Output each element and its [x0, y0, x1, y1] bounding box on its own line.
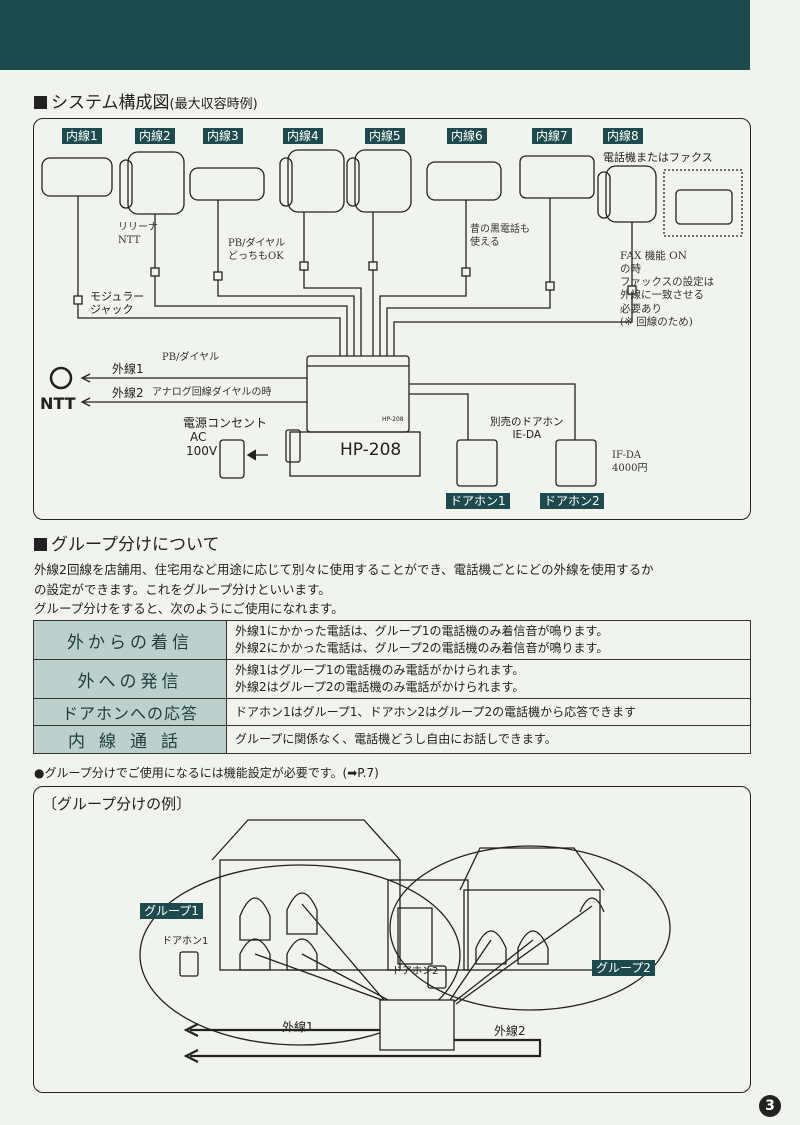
group-2-label: グループ2: [592, 960, 655, 976]
ntt-logo-text: NTT: [40, 394, 76, 413]
extension-label-5: 内線5: [365, 128, 405, 144]
internal-line-1: グループに関係なく、電話機どうし自由にお話しできます。: [235, 732, 557, 746]
group-paragraph-2: の設定ができます。これをグループ分けといいます。: [34, 582, 331, 597]
row-head-internal: 内線通話: [33, 725, 227, 754]
system-diagram-panel: [33, 118, 751, 520]
table-row: 外への発信 外線1はグループ1の電話機のみ電話がかけられます。 外線2はグループ…: [33, 659, 751, 699]
group-section-title: グループ分けについて: [34, 530, 219, 555]
table-row: 内線通話 グループに関係なく、電話機どうし自由にお話しできます。: [33, 725, 751, 754]
outside-line-2-label: 外線2: [112, 386, 144, 400]
extension-label-7: 内線7: [532, 128, 572, 144]
outgoing-line-1: 外線1はグループ1の電話機のみ電話がかけられます。: [235, 663, 525, 677]
group-setting-note: ●グループ分けでご使用になるには機能設定が必要です。(➡P.7): [34, 766, 379, 780]
unit-small-label: HP-208: [382, 416, 404, 423]
handwritten-ifda-note: IF-DA 4000円: [612, 450, 648, 474]
group-example-title: 〔グループ分けの例〕: [42, 795, 192, 813]
group-paragraph-3: グループ分けをすると、次のようにご使用になれます。: [34, 601, 344, 616]
page-number: 3: [759, 1095, 781, 1117]
row-body-doorphone: ドアホン1はグループ1、ドアホン2はグループ2の電話機から応答できます: [226, 698, 751, 726]
handwritten-fax-note: FAX 機能 ON の時 ファックスの設定は 外線に一致させる 必要あり (※ …: [620, 250, 715, 328]
handwritten-ext2-note: リリーナ NTT: [118, 222, 158, 246]
row-head-incoming: 外からの着信: [33, 620, 227, 660]
incoming-line-2: 外線2にかかった電話は、グループ2の電話機のみ着信音が鳴ります。: [235, 641, 609, 655]
handwritten-ext3-note: PB/ダイヤル どっちもOK: [228, 238, 286, 262]
doorphone-2-label: ドアホン2: [540, 493, 604, 509]
unit-name-label: HP-208: [340, 440, 402, 460]
incoming-line-1: 外線1にかかった電話は、グループ1の電話機のみ着信音が鳴ります。: [235, 624, 609, 638]
handwritten-line2-note: アナログ回線ダイヤルの時: [152, 387, 272, 398]
doorphone-line-1: ドアホン1はグループ1、ドアホン2はグループ2の電話機から応答できます: [235, 704, 637, 719]
extension-label-1: 内線1: [62, 128, 102, 144]
extension-label-8: 内線8: [603, 128, 643, 144]
row-body-outgoing: 外線1はグループ1の電話機のみ電話がかけられます。 外線2はグループ2の電話機の…: [226, 659, 751, 699]
row-body-incoming: 外線1にかかった電話は、グループ1の電話機のみ着信音が鳴ります。 外線2にかかっ…: [226, 620, 751, 660]
group-example-panel: [33, 786, 751, 1093]
row-body-internal: グループに関係なく、電話機どうし自由にお話しできます。: [226, 725, 751, 754]
outgoing-line-2: 外線2はグループ2の電話機のみ電話がかけられます。: [235, 680, 525, 694]
power-outlet-label: 電源コンセント: [183, 416, 268, 430]
example-outside-line-2: 外線2: [494, 1024, 526, 1038]
group-1-label: グループ1: [140, 903, 203, 919]
handwritten-line1-note: PB/ダイヤル: [162, 352, 220, 363]
phone-or-fax-label: 電話機またはファクス: [603, 151, 713, 164]
doorphone-note: 別売のドアホン IE-DA: [490, 416, 564, 441]
handwritten-ext6-note: 昔の黒電話も 使える: [470, 224, 530, 248]
doorphone-1-label: ドアホン1: [446, 493, 510, 509]
system-section-title: システム構成図(最大収容時例): [34, 88, 258, 113]
table-row: 外からの着信 外線1にかかった電話は、グループ1の電話機のみ着信音が鳴ります。 …: [33, 620, 751, 660]
modular-jack-label: モジュラー ジャック: [90, 290, 145, 317]
extension-label-2: 内線2: [135, 128, 175, 144]
ac-label: AC: [190, 430, 207, 444]
extension-label-4: 内線4: [283, 128, 323, 144]
table-row: ドアホンへの応答 ドアホン1はグループ1、ドアホン2はグループ2の電話機から応答…: [33, 698, 751, 726]
voltage-label: 100V: [186, 444, 218, 458]
group-usage-table: 外からの着信 外線1にかかった電話は、グループ1の電話機のみ着信音が鳴ります。 …: [33, 620, 751, 754]
outside-line-1-label: 外線1: [112, 362, 144, 376]
row-head-outgoing: 外への発信: [33, 659, 227, 699]
example-doorphone-2-label: ドアホン2: [392, 966, 439, 977]
row-head-doorphone: ドアホンへの応答: [33, 698, 227, 726]
example-outside-line-1: 外線1: [282, 1020, 314, 1034]
extension-label-6: 内線6: [447, 128, 487, 144]
extension-label-3: 内線3: [203, 128, 243, 144]
example-doorphone-1-label: ドアホン1: [162, 936, 209, 947]
header-bar: [0, 0, 750, 70]
group-paragraph-1: 外線2回線を店舗用、住宅用など用途に応じて別々に使用することができ、電話機ごとに…: [34, 562, 654, 577]
